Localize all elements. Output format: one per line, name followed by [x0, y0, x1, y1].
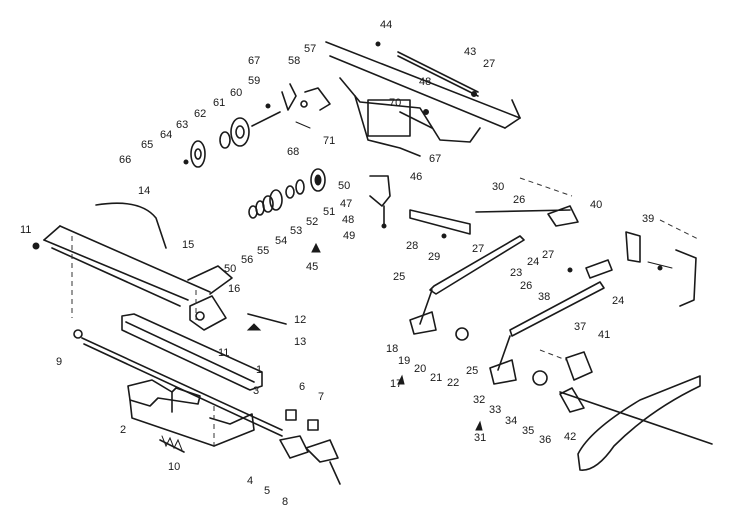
part-label: 57: [304, 43, 316, 55]
part-label: 45: [306, 261, 318, 273]
part-label: 61: [213, 97, 225, 109]
part-label: 19: [398, 355, 410, 367]
part-label: 2: [120, 424, 126, 436]
ratchet-wheel-stack: [248, 168, 391, 229]
gear-train: [183, 83, 331, 168]
part-label: 1: [256, 364, 262, 376]
lower-frame: [127, 379, 341, 485]
part-labels: 44 57 43 27 67 58 48 59 61 60 62 63 64 6…: [20, 19, 654, 508]
part-label: 65: [141, 139, 153, 151]
part-label: 28: [406, 240, 418, 252]
part-label: 13: [294, 336, 306, 348]
part-label: 42: [564, 431, 576, 443]
part-label: 10: [168, 461, 180, 473]
part-label: 35: [522, 425, 534, 437]
part-label: 33: [489, 404, 501, 416]
part-label: 58: [288, 55, 300, 67]
part-label: 6: [299, 381, 305, 393]
part-label: 5: [264, 485, 270, 497]
part-label: 50: [338, 180, 350, 192]
part-label: 12: [294, 314, 306, 326]
part-label: 4: [247, 475, 253, 487]
part-label: 53: [290, 225, 302, 237]
part-label: 44: [380, 19, 392, 31]
platen-assembly: [73, 313, 287, 437]
right-linkage: [409, 177, 613, 386]
top-frame-assembly: [325, 41, 521, 157]
part-label: 38: [538, 291, 550, 303]
part-label: 11: [218, 347, 229, 359]
part-label: 29: [428, 251, 440, 263]
part-label: 26: [513, 194, 525, 206]
part-label: 67: [248, 55, 260, 67]
part-label: 25: [466, 365, 478, 377]
part-label: 59: [248, 75, 260, 87]
part-label: 18: [386, 343, 398, 355]
part-label: 50: [224, 263, 236, 275]
part-label: 63: [176, 119, 188, 131]
part-label: 3: [253, 385, 259, 397]
part-label: 37: [574, 321, 586, 333]
part-label: 51: [323, 206, 335, 218]
part-label: 7: [318, 391, 324, 403]
part-label: 60: [230, 87, 242, 99]
part-label: 71: [323, 135, 335, 147]
part-label: 27: [483, 58, 495, 70]
part-label: 20: [414, 363, 426, 375]
part-label: 26: [520, 280, 532, 292]
part-label: 24: [527, 256, 539, 268]
part-label: 14: [138, 185, 150, 197]
bottom-cover: [539, 349, 713, 471]
part-label: 62: [194, 108, 206, 120]
part-label: 70: [389, 97, 401, 109]
part-label: 48: [419, 76, 431, 88]
part-label: 55: [257, 245, 269, 257]
part-label: 32: [473, 394, 485, 406]
group-arrows: [311, 242, 483, 431]
part-label: 41: [598, 329, 610, 341]
part-label: 27: [542, 249, 554, 261]
part-label: 34: [505, 415, 517, 427]
part-label: 56: [241, 254, 253, 266]
part-label: 54: [275, 235, 287, 247]
part-label: 43: [464, 46, 476, 58]
part-label: 68: [287, 146, 299, 158]
part-label: 22: [447, 377, 459, 389]
part-label: 27: [472, 243, 484, 255]
part-label: 46: [410, 171, 422, 183]
part-label: 21: [430, 372, 442, 384]
part-label: 24: [612, 295, 624, 307]
right-side-frame: [625, 219, 701, 307]
part-label: 30: [492, 181, 504, 193]
part-label: 31: [474, 432, 486, 444]
part-label: 40: [590, 199, 602, 211]
part-label: 15: [182, 239, 194, 251]
part-label: 48: [342, 214, 354, 226]
part-label: 8: [282, 496, 288, 508]
part-label: 9: [56, 356, 62, 368]
part-label: 36: [539, 434, 551, 446]
part-label: 66: [119, 154, 131, 166]
part-label: 49: [343, 230, 355, 242]
part-label: 23: [510, 267, 522, 279]
part-label: 47: [340, 198, 352, 210]
paper-bail-assembly: [32, 202, 233, 331]
part-label: 64: [160, 129, 172, 141]
part-label: 16: [228, 283, 240, 295]
part-label: 67: [429, 153, 441, 165]
part-label: 25: [393, 271, 405, 283]
part-label: 52: [306, 216, 318, 228]
part-label: 39: [642, 213, 654, 225]
part-label: 11: [20, 224, 31, 236]
